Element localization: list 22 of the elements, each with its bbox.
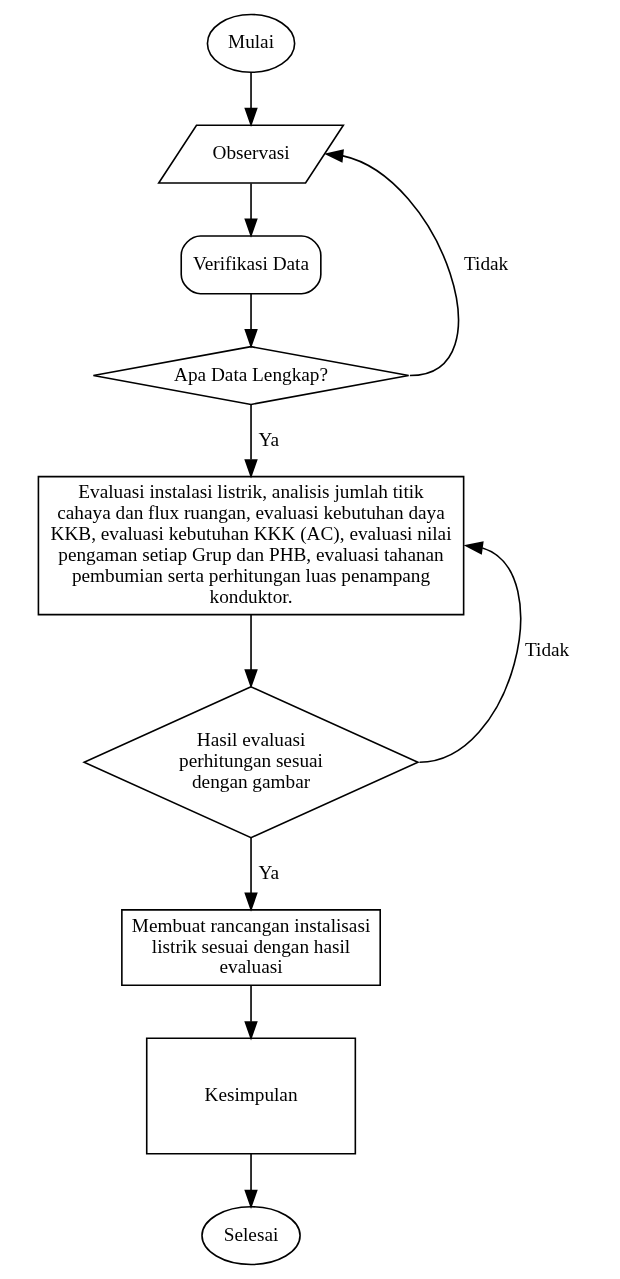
arrow [244, 837, 258, 912]
node-box: Evaluasi instalasi listrik, analisis jumlah titik cahaya dan flux ruangan, evaluasi kebutuhan daya KKB, evaluasi kebutuhan KKK (AC), evaluasi nilai pengaman setiap Grup dan PHB, evaluasi tahanan pembumian serta perhitungan luas penampang konduktor. [37, 475, 465, 616]
node-ellipse: Selesai [201, 1205, 301, 1266]
arrow [244, 293, 258, 349]
arrow [418, 541, 522, 764]
node-diamond: Hasil evaluasi perhitungan sesuai dengan gambar [82, 685, 420, 839]
arrow [244, 613, 258, 689]
edge-label: Tidak [463, 252, 509, 274]
node-box: Kesimpulan [145, 1037, 357, 1155]
node-diamond: Apa Data Lengkap? [92, 345, 410, 406]
node-box: Verifikasi Data [180, 235, 322, 295]
edge-label: Ya [258, 861, 279, 883]
arrow [244, 985, 258, 1041]
node-ellipse: Mulai [206, 13, 296, 74]
edge-label: Tidak [524, 638, 570, 660]
arrow [324, 149, 460, 377]
arrow [244, 71, 258, 127]
arrow [244, 1153, 258, 1209]
edge-label: Ya [258, 428, 279, 450]
arrow [244, 403, 258, 479]
arrow [244, 182, 258, 238]
node-box: Membuat rancangan instalisasi listrik sesuai dengan hasil evaluasi [121, 909, 381, 987]
